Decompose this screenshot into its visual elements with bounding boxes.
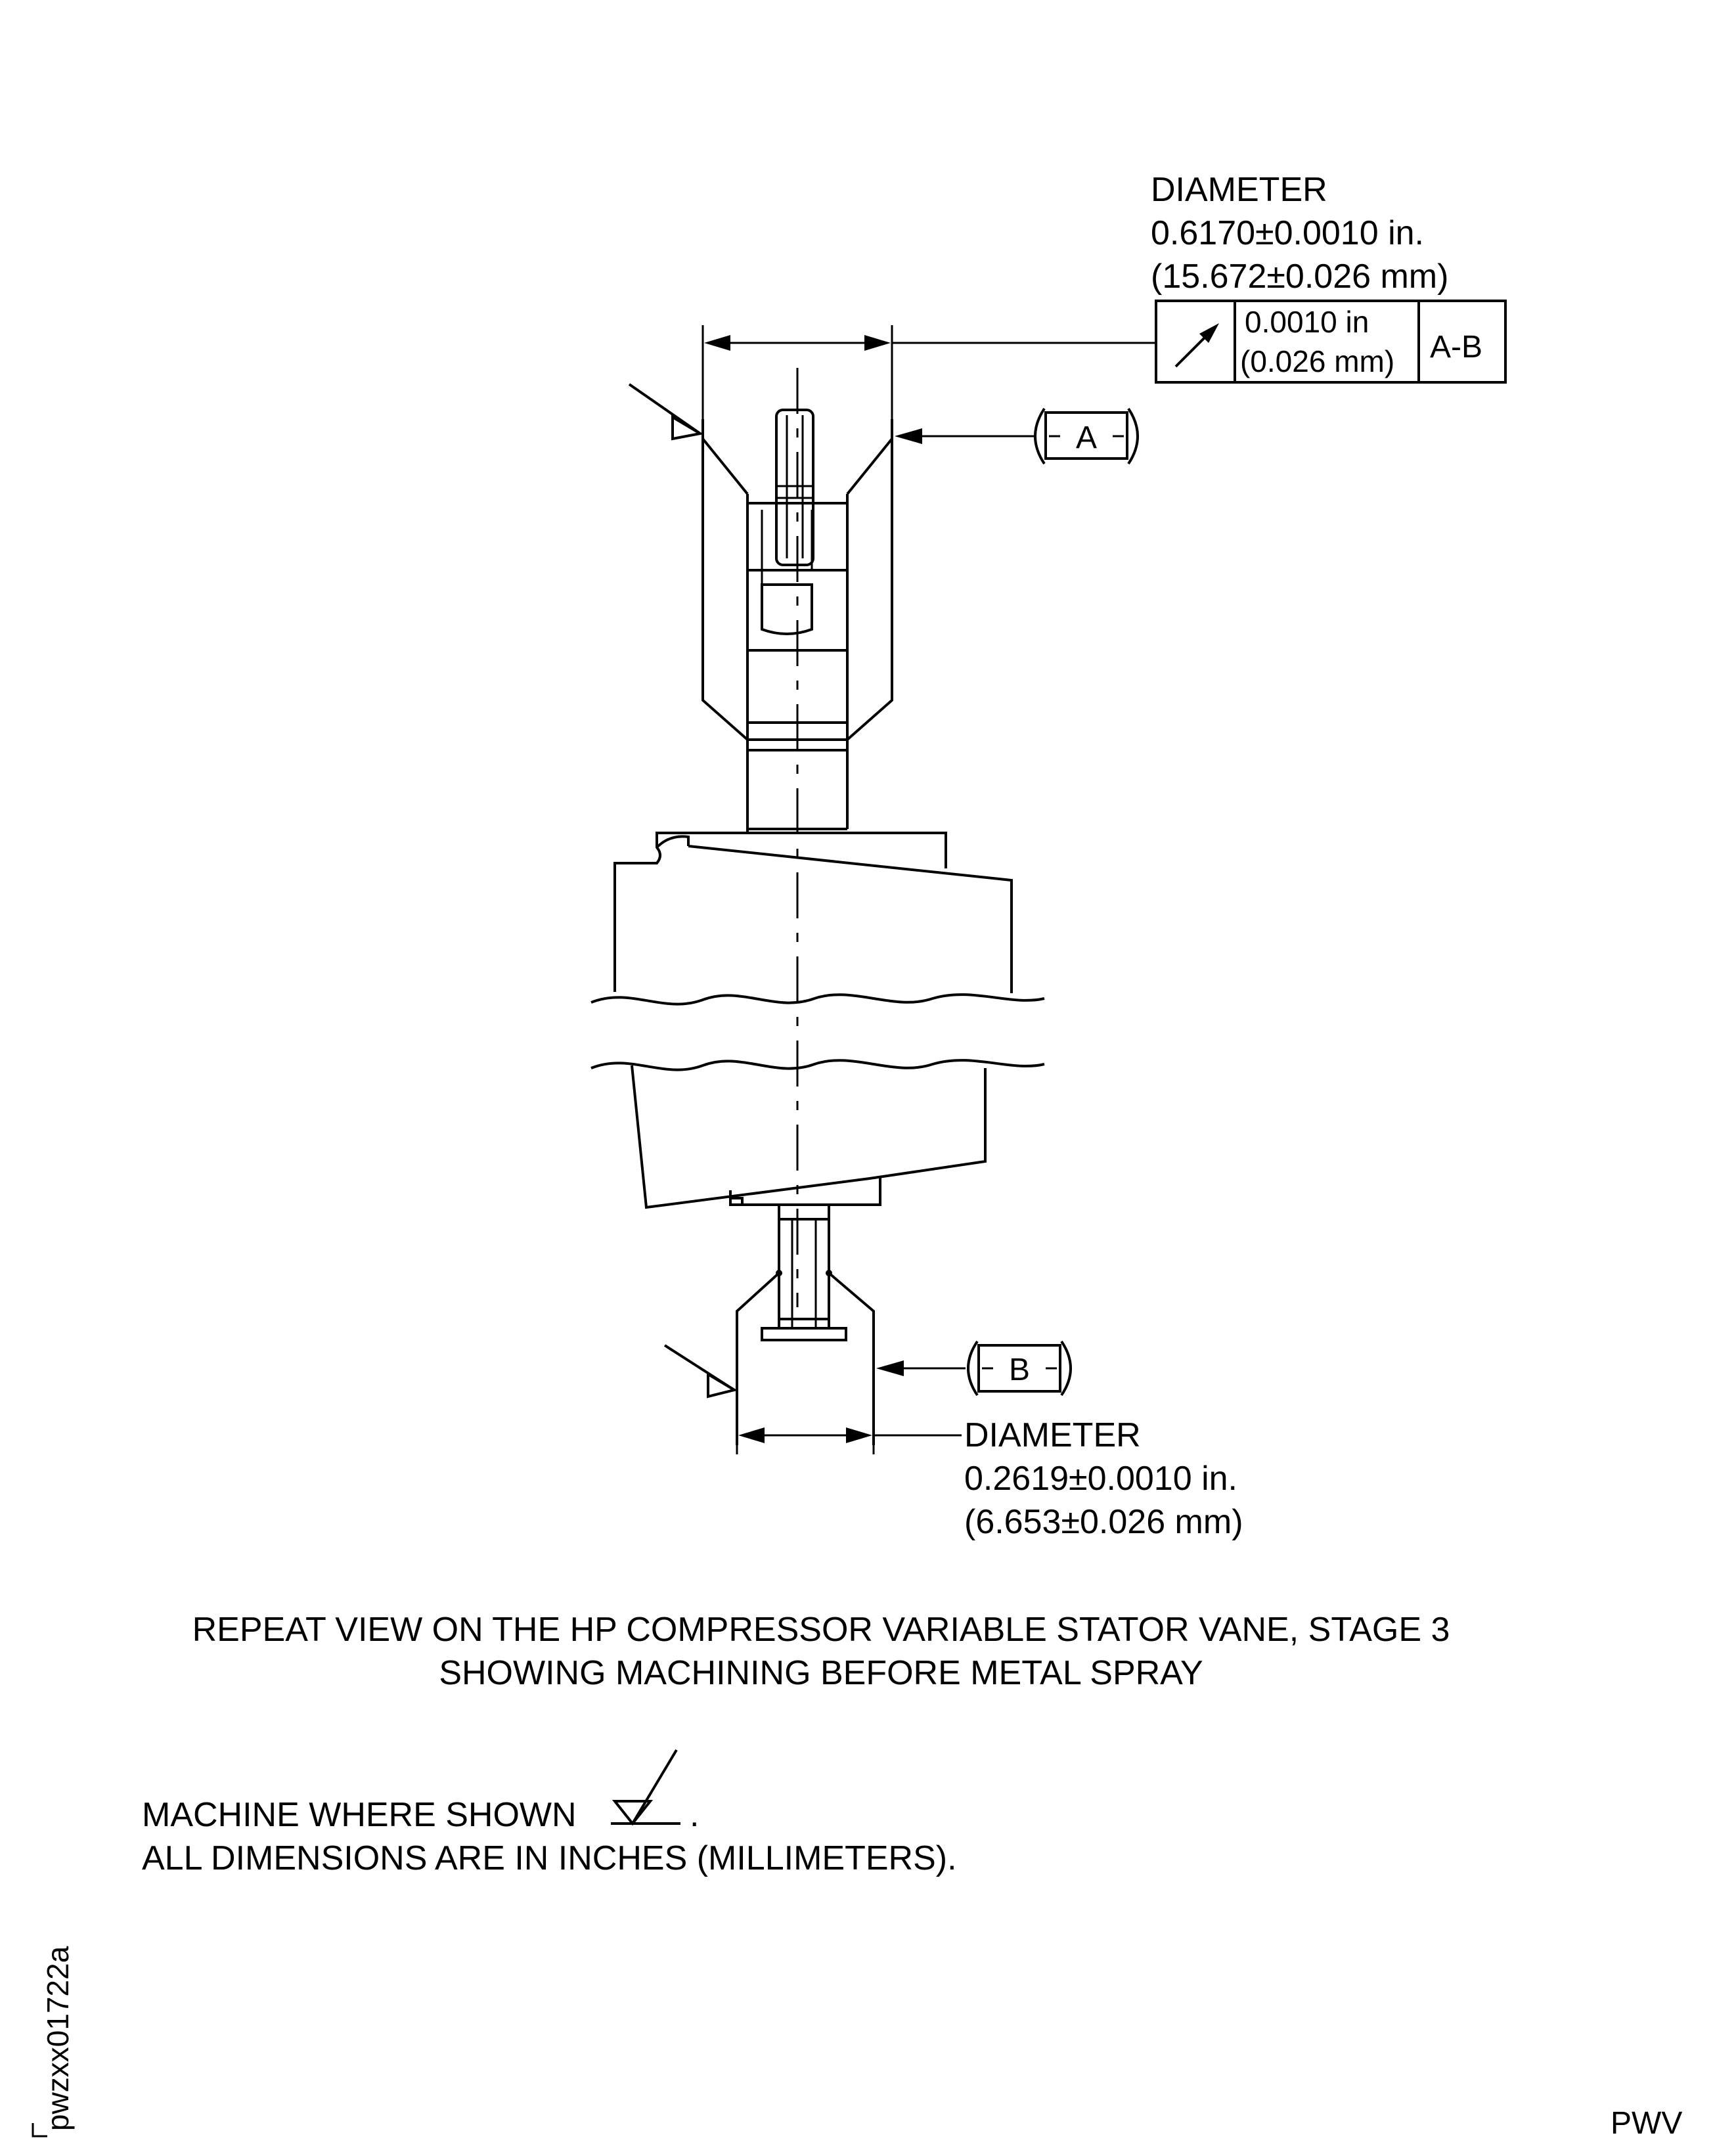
vane-platform [613,829,1013,993]
machine-symbol-note-icon [611,1749,680,1826]
lower-spindle [736,1206,875,1445]
note-machine-end: . [690,1796,699,1834]
figure-id-text: pwzxx01722a [41,1946,75,2131]
top-diameter-label: DIAMETER [1151,171,1327,209]
caption-line-1: REPEAT VIEW ON THE HP COMPRESSOR VARIABL… [192,1611,1450,1649]
bottom-diameter-value-in: 0.2619±0.0010 in. [964,1460,1237,1498]
corner-code: PWV [1611,2106,1682,2141]
top-dimension-line [701,325,1156,420]
top-diameter-value-in: 0.6170±0.0010 in. [1151,214,1424,252]
datum-a-leader: A [895,407,1139,465]
top-diameter-value-mm: (15.672±0.026 mm) [1151,258,1448,296]
machine-symbol-top-icon [628,383,704,441]
runout-arrow-icon [1174,323,1219,368]
vane-airfoil-lower [631,1065,987,1209]
caption: REPEAT VIEW ON THE HP COMPRESSOR VARIABL… [192,1611,1450,1692]
break-lines [590,993,1045,1071]
bottom-diameter-value-mm: (6.653±0.026 mm) [964,1503,1243,1541]
feature-control-frame: 0.0010 in (0.026 mm) A-B [1155,300,1507,384]
top-diameter-callout: DIAMETER 0.6170±0.0010 in. (15.672±0.026… [1151,171,1448,296]
caption-line-2: SHOWING MACHINING BEFORE METAL SPRAY [439,1654,1203,1692]
upper-spindle [701,409,893,830]
figure-id: pwzxx01722a [32,1946,75,2138]
machine-symbol-bottom-icon [663,1344,738,1399]
datum-a-letter: A [1076,420,1097,455]
fcf-datum-ref: A-B [1430,330,1482,365]
bottom-diameter-callout: DIAMETER 0.2619±0.0010 in. (6.653±0.026 … [964,1416,1243,1541]
datum-b-leader: B [876,1340,1072,1397]
notes: MACHINE WHERE SHOWN . ALL DIMENSIONS ARE… [142,1749,957,1877]
fcf-tolerance-mm: (0.026 mm) [1240,344,1394,378]
bottom-dimension-line [736,1427,962,1454]
datum-b-letter: B [1009,1353,1030,1387]
fcf-tolerance-in: 0.0010 in [1245,305,1369,339]
bottom-diameter-label: DIAMETER [964,1416,1141,1454]
note-all-dimensions: ALL DIMENSIONS ARE IN INCHES (MILLIMETER… [142,1839,957,1877]
note-machine-where-shown: MACHINE WHERE SHOWN [142,1796,577,1834]
